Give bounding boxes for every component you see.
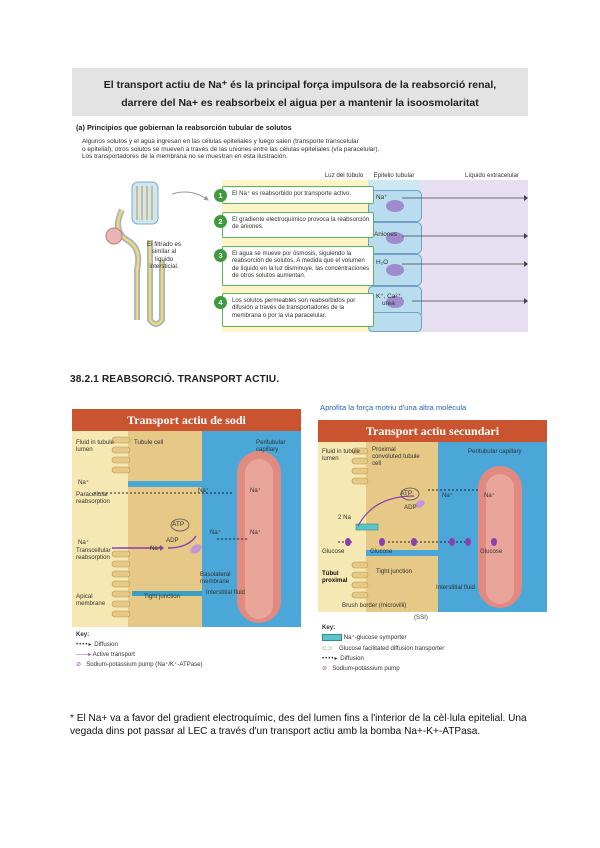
epithelial-cell bbox=[368, 254, 422, 286]
step-text: El Na⁺ es reabsorbido por transporte act… bbox=[232, 190, 352, 197]
tight-junction-label: Tight junction bbox=[144, 593, 181, 600]
interstitial-label: Interstitial fluid bbox=[206, 589, 245, 596]
step-number: 2 bbox=[214, 215, 227, 228]
key-active-transport: ——▸ Active transport bbox=[76, 651, 135, 658]
adp-label: ADP bbox=[166, 537, 179, 544]
key-label: Diffusion bbox=[340, 655, 364, 662]
na-label: Na⁺ bbox=[150, 545, 162, 552]
paracellular-label: Paracellular reabsorption bbox=[76, 491, 110, 506]
key-label: Diffusion bbox=[94, 641, 118, 648]
key-label: Glucose facilitated diffusion transporte… bbox=[339, 645, 445, 652]
step-text: Los solutos permeables son reabsorbidos … bbox=[232, 297, 356, 319]
section-intro: Algunos solutos y el agua ingresan en la… bbox=[82, 138, 442, 161]
capillary-label: Peritubular capillary bbox=[468, 448, 522, 455]
key-label: Na⁺-glucose symporter bbox=[343, 634, 407, 642]
na-label: Na⁺ bbox=[78, 479, 90, 486]
atp-label: ATP bbox=[172, 521, 185, 528]
na-label: Na⁺ bbox=[442, 492, 454, 499]
step-1: 1 El Na⁺ es reabsorbido por transporte a… bbox=[214, 186, 374, 204]
na-label: Na⁺ bbox=[78, 539, 90, 546]
nucleus bbox=[386, 200, 404, 212]
apical-label: Apical membrane bbox=[76, 593, 106, 608]
key-label: Sodium-potassium pump (Na⁺/K⁺-ATPase) bbox=[86, 661, 203, 668]
na-label: Na⁺ bbox=[198, 487, 210, 494]
sodium-transport-diagram bbox=[72, 431, 301, 627]
solute-arrows bbox=[402, 195, 528, 304]
reabsorption-figure: El transport actiu de Na⁺ és la principa… bbox=[72, 68, 528, 334]
solute-anions: Aniones bbox=[374, 231, 398, 238]
tight-junction-label: Tight junction bbox=[376, 568, 413, 575]
tubul-label: Túbul proximal bbox=[322, 570, 348, 585]
key-diffusion: ••••▸ Diffusion bbox=[322, 655, 364, 662]
key-symporter: Na⁺-glucose symporter bbox=[322, 634, 407, 641]
glucose-label: Glucose bbox=[322, 548, 345, 555]
epithelial-cell bbox=[368, 190, 422, 222]
step-text: El gradiente electroquímico provoca la r… bbox=[232, 216, 370, 231]
key-diffusion: ••••▸ Diffusion bbox=[76, 641, 118, 648]
panel-title: Transport actiu de sodi bbox=[72, 409, 301, 431]
banner-line-1: El transport actiu de Na⁺ és la principa… bbox=[103, 79, 497, 91]
adp-label: ADP bbox=[404, 504, 417, 511]
glucose-label: Glucose bbox=[370, 548, 393, 555]
section-title: (a) Principios que gobiernan la reabsorc… bbox=[76, 123, 292, 132]
step-3: 3 El agua se mueve por ósmosis, siguiend… bbox=[214, 246, 374, 286]
solute-na: Na⁺ bbox=[376, 194, 388, 201]
key-facilitated: ⊂⊃ Glucose facilitated diffusion transpo… bbox=[322, 645, 445, 652]
ecf-column bbox=[420, 180, 528, 332]
step-number: 1 bbox=[214, 189, 227, 202]
step-number: 4 bbox=[214, 296, 227, 309]
atp-label: ATP bbox=[400, 490, 413, 497]
key-pump: ⊘ Sodium-potassium pump (Na⁺/K⁺-ATPase) bbox=[76, 661, 203, 668]
secondary-transport-note: Aprofita la força motriu d'una altra mol… bbox=[320, 403, 467, 412]
key-title: Key: bbox=[322, 624, 336, 631]
tubule-cell-label: Tubule cell bbox=[134, 439, 164, 446]
lumen-label: Fluid in tubule lumen bbox=[76, 439, 114, 454]
key-title: Key: bbox=[76, 631, 90, 638]
glucose-label: Glucose bbox=[480, 548, 503, 555]
nucleus bbox=[386, 296, 404, 308]
solute-urea: urea bbox=[382, 300, 395, 307]
section-heading: 38.2.1 REABSORCIÓ. TRANSPORT ACTIU. bbox=[70, 374, 280, 385]
sodium-transport-panel: Transport actiu de sodi bbox=[72, 409, 301, 668]
lumen-header: Luz del túbulo bbox=[324, 172, 364, 179]
filtrate-label: El filtrado es similar al líquido inters… bbox=[146, 241, 182, 271]
intro-line: Los transportadores de la membrana no se… bbox=[82, 153, 288, 161]
step-4: 4 Los solutos permeables son reabsorbido… bbox=[214, 293, 374, 327]
nephron-illustration bbox=[105, 181, 209, 327]
ecf-header: Líquido extracelular bbox=[464, 172, 519, 179]
basolateral-label: Basolateral membrane bbox=[200, 571, 231, 586]
na-label: Na⁺ bbox=[210, 529, 222, 536]
intro-line: o epitelial), otros solutos se mueven a … bbox=[82, 145, 380, 153]
intro-line: Algunos solutos y el agua ingresan en la… bbox=[82, 138, 359, 145]
key-pump: ⊘ Sodium-potassium pump bbox=[322, 665, 400, 672]
lumen-label: Fluid in tubule lumen bbox=[322, 448, 360, 463]
epithelium-header: Epitelio tubular bbox=[373, 172, 415, 179]
ssi-label: (SSI) bbox=[414, 614, 428, 621]
key-label: Sodium-potassium pump bbox=[332, 665, 400, 672]
na-label: Na⁺ bbox=[484, 492, 496, 499]
footnote: * El Na+ va a favor del gradient electro… bbox=[70, 713, 527, 737]
interstitial-label: Interstitial fluid bbox=[436, 584, 475, 591]
brush-border-label: Brush border (microvilli) bbox=[342, 602, 407, 609]
panel-title: Transport actiu secundari bbox=[318, 420, 547, 442]
secondary-transport-diagram bbox=[318, 442, 547, 612]
step-number: 3 bbox=[214, 249, 227, 262]
nucleus bbox=[386, 264, 404, 276]
banner-line-2: darrere del Na+ es reabsorbeix el aigua … bbox=[121, 97, 479, 109]
na-label: Na⁺ bbox=[250, 529, 262, 536]
figure-banner: El transport actiu de Na⁺ és la principa… bbox=[72, 68, 528, 116]
two-na-label: 2 Na bbox=[338, 514, 351, 521]
proximal-cell-label: Proximal convoluted tubule cell bbox=[372, 446, 420, 468]
na-label: Na⁺ bbox=[250, 487, 262, 494]
step-text: El agua se mueve por ósmosis, siguiendo … bbox=[232, 250, 370, 280]
solute-water: H₂O bbox=[376, 259, 389, 266]
key-label: Active transport bbox=[92, 651, 135, 658]
step-2: 2 El gradiente electroquímico provoca la… bbox=[214, 212, 374, 238]
nucleus bbox=[386, 232, 404, 244]
transcellular-label: Transcellular reabsorption bbox=[76, 547, 111, 562]
capillary-label: Peritubular capillary bbox=[256, 439, 286, 454]
solute-others: K⁺, Ca²⁺, bbox=[376, 293, 403, 300]
secondary-transport-panel: Transport actiu secundari bbox=[318, 420, 547, 672]
epithelial-cell bbox=[368, 222, 422, 254]
